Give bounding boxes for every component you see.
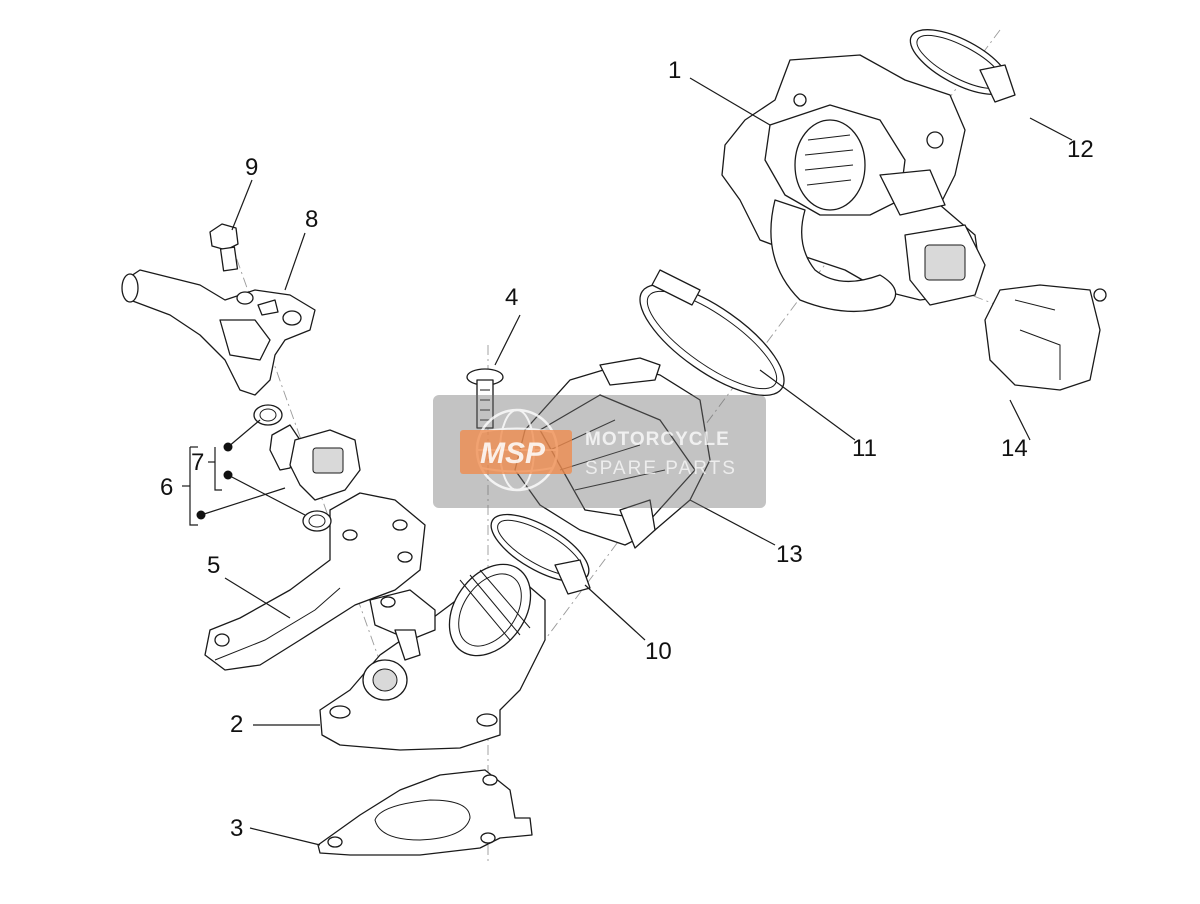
- callout-4: 4: [505, 284, 518, 311]
- callout-13: 13: [776, 541, 803, 568]
- part-2-intake-manifold: [319, 563, 546, 751]
- watermark-background: [433, 395, 766, 508]
- part-3-gasket: [317, 769, 533, 856]
- callout-7: 7: [191, 449, 204, 476]
- dot-6: [196, 510, 206, 520]
- part-9-bolt: [209, 223, 239, 272]
- part-14-cover: [984, 284, 1107, 391]
- dot-7a: [223, 442, 233, 452]
- watermark: MSP MOTORCYCLE SPARE PARTS: [433, 395, 766, 508]
- part-13-intake-sleeve: [514, 357, 711, 549]
- watermark-subtitle: SPARE PARTS: [585, 458, 737, 479]
- callout-5: 5: [207, 552, 220, 579]
- part-5-bracket: [204, 492, 426, 671]
- callout-12: 12: [1067, 136, 1094, 163]
- callout-10: 10: [645, 638, 672, 665]
- leader-lines: [182, 77, 1073, 846]
- callout-2: 2: [230, 711, 243, 738]
- callout-6: 6: [160, 474, 173, 501]
- callout-3: 3: [230, 815, 243, 842]
- part-11-hose-clamp: [639, 269, 785, 397]
- part-1-throttle-body: [721, 54, 986, 313]
- dot-7b: [223, 470, 233, 480]
- part-12-hose-clamp: [909, 29, 1016, 103]
- callout-1: 1: [668, 57, 681, 84]
- callout-9: 9: [245, 154, 258, 181]
- part-6-sensor-kit: [253, 404, 361, 532]
- watermark-logo-text: MSP: [480, 437, 546, 470]
- watermark-logo-box: [460, 430, 572, 474]
- callout-14: 14: [1001, 435, 1028, 462]
- callout-8: 8: [305, 206, 318, 233]
- part-4-screw: [466, 368, 504, 429]
- callout-11: 11: [852, 435, 877, 462]
- part-8-sensor-fitting: [121, 269, 316, 396]
- bracket-dots: [196, 442, 233, 520]
- callout-labels: 1 2 3 4 5 6 7 8 9 10 11 12 13 14: [160, 57, 1094, 842]
- watermark-title: MOTORCYCLE: [585, 429, 730, 450]
- part-10-hose-clamp: [490, 513, 591, 595]
